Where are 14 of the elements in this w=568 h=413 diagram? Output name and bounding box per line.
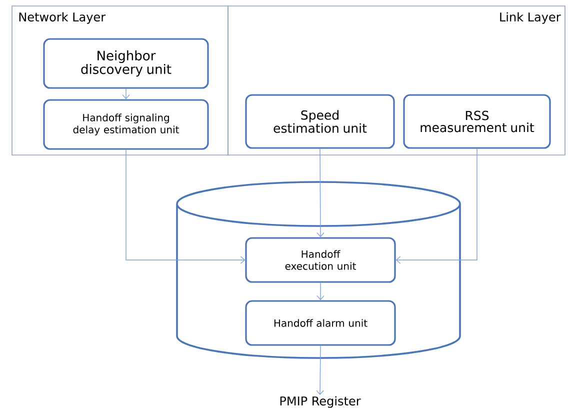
unit-box: Handoff execution unit xyxy=(245,237,396,283)
arrow xyxy=(316,345,324,395)
unit-box: RSS measurement unit xyxy=(403,94,551,149)
output-label: PMIP Register xyxy=(280,396,361,408)
arrow xyxy=(396,148,478,264)
cylinder xyxy=(176,181,461,359)
unit-box: Neighbor discovery unit xyxy=(43,38,209,89)
unit-box: Handoff alarm unit xyxy=(245,300,396,346)
arrow xyxy=(316,282,324,300)
unit-box: Speed estimation unit xyxy=(245,94,395,149)
arrow xyxy=(122,88,130,100)
arrow xyxy=(316,148,324,238)
unit-box: Handoff signaling delay estimation unit xyxy=(43,99,209,150)
arrow xyxy=(126,149,246,264)
